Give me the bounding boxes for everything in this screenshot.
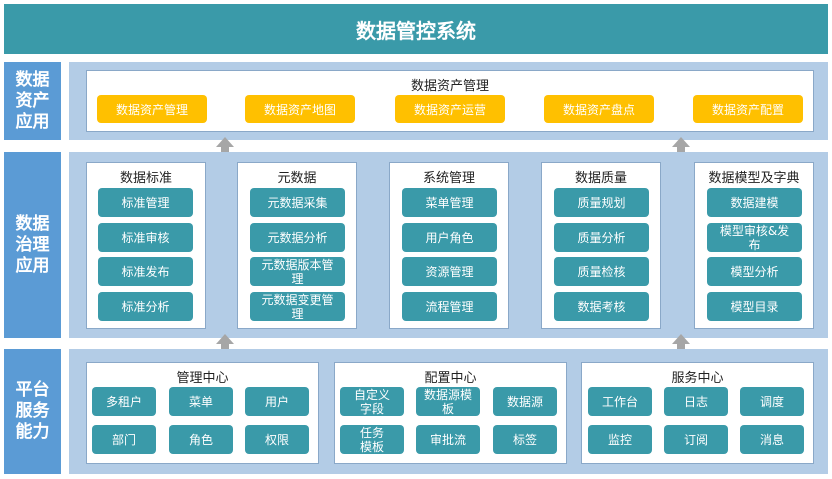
quality-item-button[interactable]: 质量规划 (554, 188, 649, 217)
asset-item-button[interactable]: 数据资产管理 (97, 95, 207, 123)
layer-label-platform: 平台服务能力 (4, 349, 61, 474)
config-item-button[interactable]: 审批流 (416, 425, 480, 454)
model-item-button[interactable]: 数据建模 (707, 188, 802, 217)
metadata-item-button[interactable]: 元数据分析 (250, 223, 345, 252)
service-item-button[interactable]: 日志 (664, 387, 728, 416)
system-title: 数据管控系统 (4, 4, 828, 54)
config-item-button[interactable]: 数据源模板 (416, 387, 480, 416)
layer-label-governance-app: 数据治理应用 (4, 152, 61, 338)
standard-item-button[interactable]: 标准管理 (98, 188, 193, 217)
system-item-button[interactable]: 资源管理 (402, 257, 497, 286)
management-item-button[interactable]: 权限 (245, 425, 309, 454)
panel-title: 数据质量 (574, 171, 627, 186)
management-item-button[interactable]: 菜单 (169, 387, 233, 416)
asset-item-button[interactable]: 数据资产配置 (693, 95, 803, 123)
panel-title: 数据标准 (119, 171, 172, 186)
asset-item-button[interactable]: 数据资产运营 (395, 95, 505, 123)
config-item-button[interactable]: 任务模板 (340, 425, 404, 454)
service-item-button[interactable]: 监控 (588, 425, 652, 454)
config-item-button[interactable]: 标签 (493, 425, 557, 454)
management-item-button[interactable]: 部门 (92, 425, 156, 454)
quality-item-button[interactable]: 数据考核 (554, 292, 649, 321)
management-item-button[interactable]: 多租户 (92, 387, 156, 416)
standard-item-button[interactable]: 标准审核 (98, 223, 193, 252)
layer-label-asset-app: 数据资产应用 (4, 62, 61, 140)
config-item-button[interactable]: 数据源 (493, 387, 557, 416)
panel-title: 系统管理 (422, 171, 475, 186)
metadata-item-button[interactable]: 元数据采集 (250, 188, 345, 217)
service-item-button[interactable]: 工作台 (588, 387, 652, 416)
model-item-button[interactable]: 模型审核&发布 (707, 223, 802, 252)
panel-title: 管理中心 (176, 371, 229, 386)
model-item-button[interactable]: 模型分析 (707, 257, 802, 286)
asset-item-button[interactable]: 数据资产盘点 (544, 95, 654, 123)
service-item-button[interactable]: 订阅 (664, 425, 728, 454)
system-item-button[interactable]: 流程管理 (402, 292, 497, 321)
system-item-button[interactable]: 用户角色 (402, 223, 497, 252)
config-item-button[interactable]: 自定义字段 (340, 387, 404, 416)
standard-item-button[interactable]: 标准发布 (98, 257, 193, 286)
management-item-button[interactable]: 用户 (245, 387, 309, 416)
panel-title: 元数据 (277, 171, 317, 186)
quality-item-button[interactable]: 质量检核 (554, 257, 649, 286)
panel-title: 数据模型及字典 (708, 171, 800, 186)
service-item-button[interactable]: 调度 (740, 387, 804, 416)
metadata-item-button[interactable]: 元数据变更管理 (250, 292, 345, 321)
management-item-button[interactable]: 角色 (169, 425, 233, 454)
metadata-item-button[interactable]: 元数据版本管理 (250, 257, 345, 286)
panel-title: 数据资产管理 (410, 79, 489, 94)
panel-title: 配置中心 (424, 371, 477, 386)
standard-item-button[interactable]: 标准分析 (98, 292, 193, 321)
model-item-button[interactable]: 模型目录 (707, 292, 802, 321)
panel-title: 服务中心 (671, 371, 724, 386)
quality-item-button[interactable]: 质量分析 (554, 223, 649, 252)
service-item-button[interactable]: 消息 (740, 425, 804, 454)
system-item-button[interactable]: 菜单管理 (402, 188, 497, 217)
asset-item-button[interactable]: 数据资产地图 (245, 95, 355, 123)
